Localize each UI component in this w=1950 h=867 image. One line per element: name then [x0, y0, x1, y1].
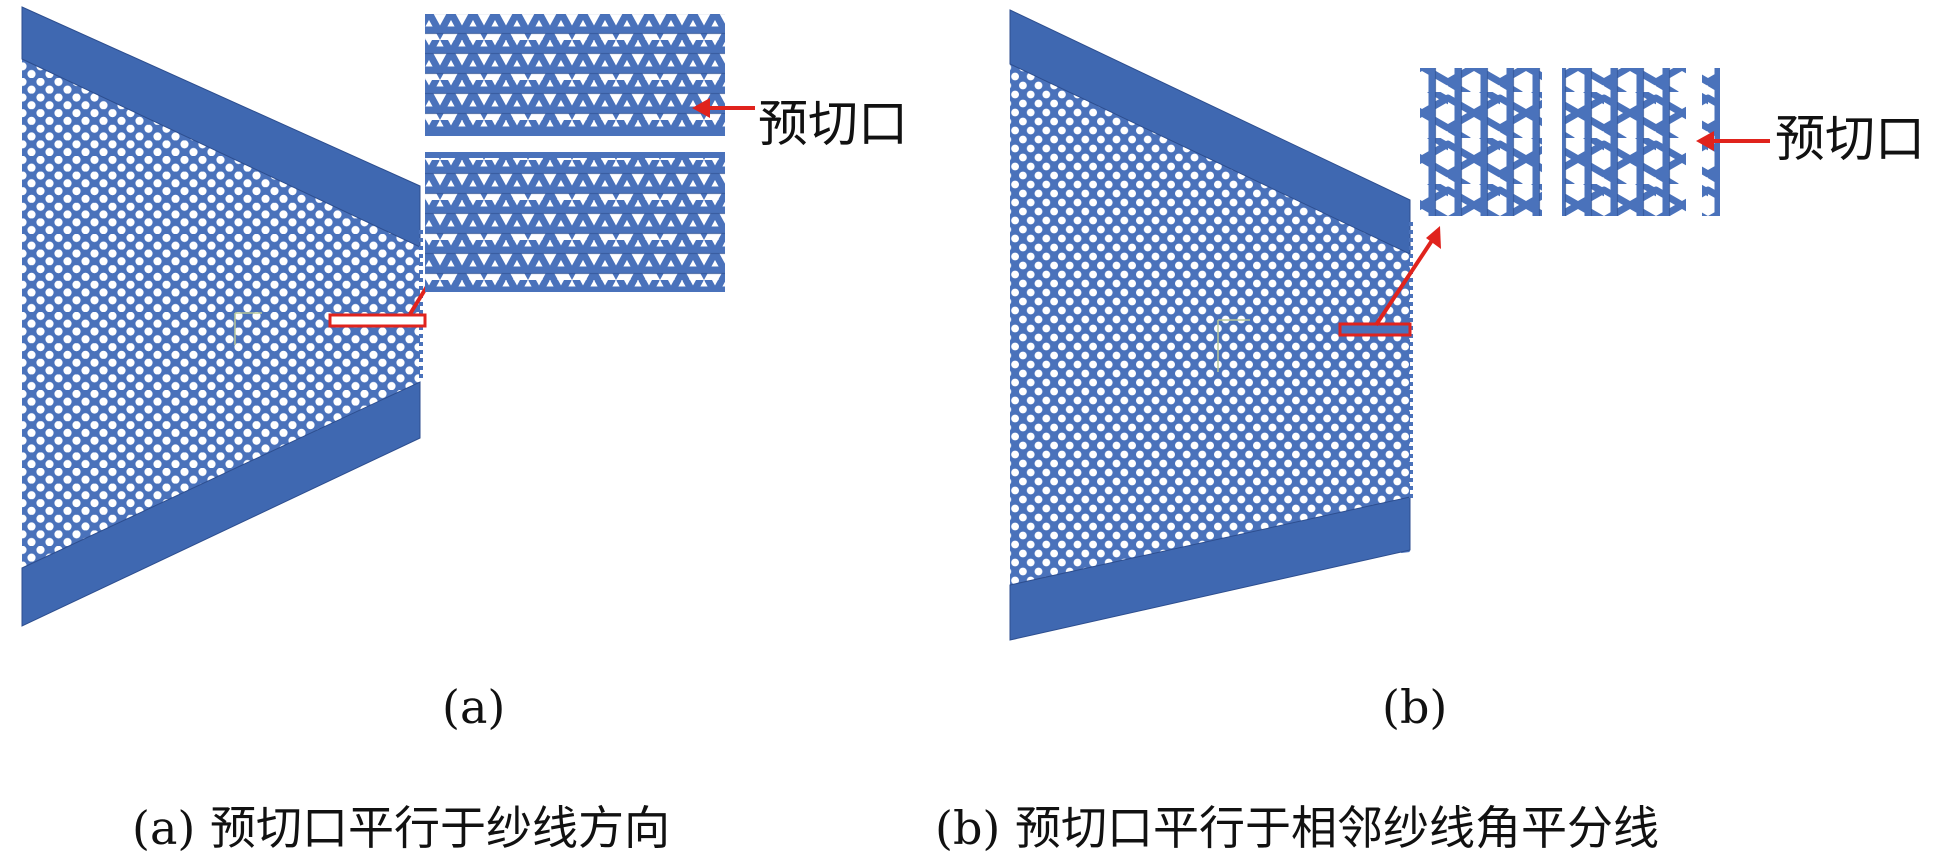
sublabel-a: (a) — [442, 680, 506, 734]
callout-arrow-a — [692, 98, 755, 118]
lower-grip-a — [21, 381, 421, 627]
precut-marker-a — [328, 313, 427, 328]
caption-b: (b) 预切口平行于相邻纱线角平分线 — [935, 801, 1659, 855]
panel-a: 预切口 (a) (a) 预切口平行于纱线方向 — [0, 0, 960, 867]
panel-b: 预切口 (b) — [980, 0, 1950, 867]
caption-a: (a) 预切口平行于纱线方向 — [132, 801, 670, 855]
specimen-figure-a — [21, 6, 755, 627]
axis-marker-b — [1217, 319, 1250, 372]
leader-arrow-b — [1374, 226, 1441, 327]
callout-arrow-b — [1696, 131, 1770, 151]
axis-marker-a — [234, 312, 262, 345]
magnified-inset-a — [425, 14, 725, 292]
precut-marker-b — [1338, 322, 1412, 337]
lower-grip-b — [1009, 496, 1411, 641]
precut-callout-b: 预切口 — [1775, 110, 1925, 168]
sublabel-b: (b) — [1382, 680, 1448, 734]
precut-callout-a: 预切口 — [758, 95, 908, 153]
specimen-figure-b — [1009, 9, 1770, 641]
magnified-inset-b — [1420, 68, 1720, 216]
